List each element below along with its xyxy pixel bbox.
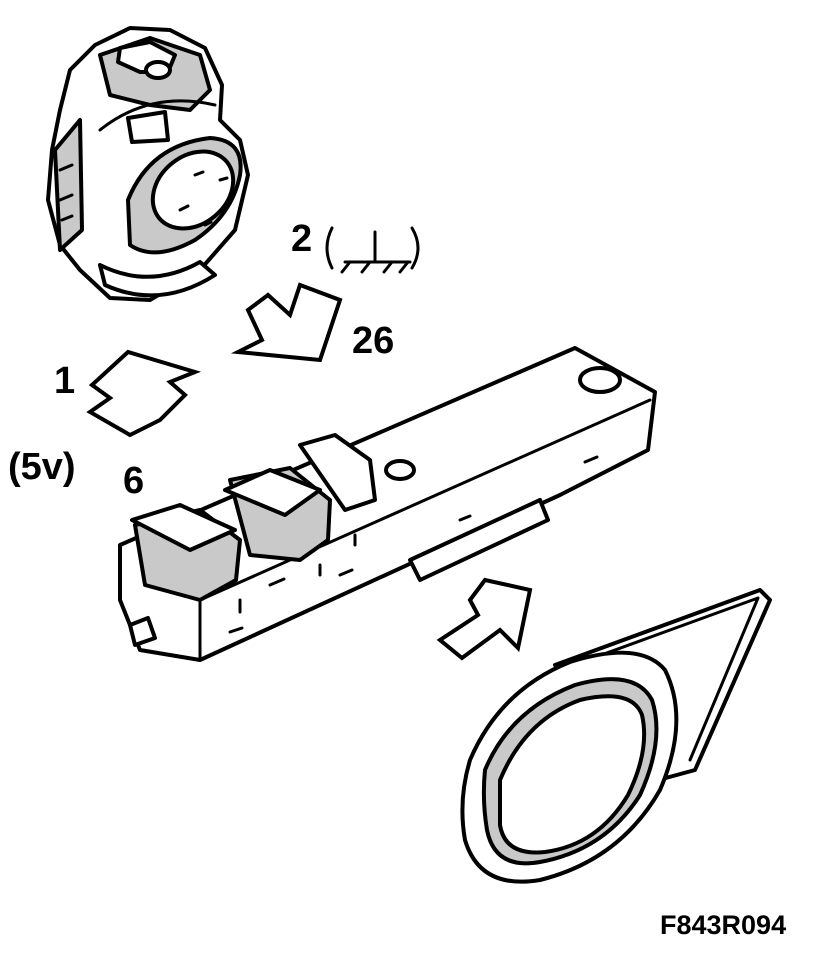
pin-6-label: 6 xyxy=(123,460,145,502)
switch-panel xyxy=(118,346,657,662)
pin-supply-label: 1 xyxy=(54,360,76,402)
ground-symbol-icon xyxy=(325,226,420,274)
arrow-ground-in xyxy=(230,282,343,363)
arrow-to-mirror xyxy=(436,577,533,661)
pin-ground-label: 2 xyxy=(291,218,313,260)
supply-voltage-label: (5v) xyxy=(8,446,76,488)
pin-26-label: 26 xyxy=(352,320,395,362)
exterior-mirror xyxy=(460,588,772,884)
arrow-supply-out xyxy=(86,349,202,438)
figure-code: F843R094 xyxy=(660,910,787,940)
mirror-adjust-switch xyxy=(46,26,250,302)
